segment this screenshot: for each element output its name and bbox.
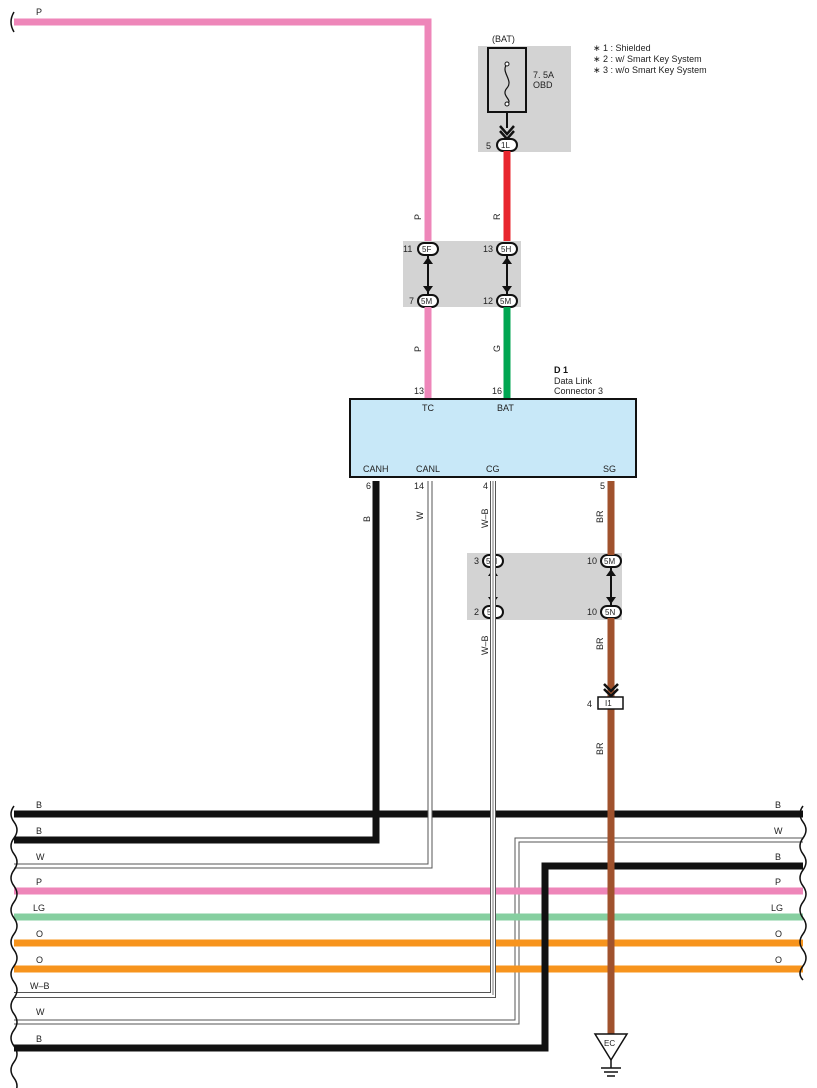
arrow-updown-icon-j2-right — [606, 569, 616, 604]
pin-4-i1: 4 — [587, 699, 592, 709]
wire-label-p-upper: P — [413, 214, 423, 220]
connector-5h-label: 5H — [501, 245, 511, 254]
bus-right-label: W — [774, 826, 783, 836]
connector-i1-label: I1 — [605, 699, 612, 708]
connector-1l-label: 1L — [501, 141, 510, 150]
wire-label-cg-wb-lower: W–B — [480, 635, 490, 655]
dlc-sg: SG — [603, 464, 616, 474]
bus-right-label: O — [775, 955, 782, 965]
note-1: ∗ 1 : Shielded — [593, 43, 651, 53]
data-link-connector — [349, 398, 637, 478]
bus-right-label: B — [775, 800, 781, 810]
pin-7: 7 — [409, 296, 414, 306]
ground-label: EC — [604, 1039, 615, 1048]
wire-label-cg-wb: W–B — [480, 508, 490, 528]
fuse-name: OBD — [533, 80, 553, 90]
pin-2: 2 — [474, 607, 479, 617]
dlc-pin-5: 5 — [600, 481, 605, 491]
note-2: ∗ 2 : w/ Smart Key System — [593, 54, 702, 64]
dlc-name-1: Data Link — [554, 376, 593, 386]
bus-left-label: W–B — [30, 981, 50, 991]
pin-11: 11 — [403, 244, 412, 254]
wire-label-canl-w: W — [415, 511, 425, 520]
bus-wires — [14, 481, 803, 1052]
dlc-pin-6: 6 — [366, 481, 371, 491]
bus-left-label: B — [36, 1034, 42, 1044]
bus-right-label: B — [775, 852, 781, 862]
wire-pink-top — [14, 18, 432, 244]
bus-right-label: P — [775, 877, 781, 887]
connector-5f-label: 5F — [422, 245, 431, 254]
pin-3: 3 — [474, 556, 479, 566]
bus-labels-right: B W B P LG O O — [771, 800, 783, 965]
wire-label-g: G — [492, 345, 502, 352]
fuse-element-icon — [504, 63, 510, 105]
connector-5m-j1-left-label: 5M — [421, 297, 432, 306]
wire-label-canh-b: B — [362, 516, 372, 522]
connector-i1 — [597, 696, 624, 710]
bus-left-label: B — [36, 826, 42, 836]
connector-5n-label: 5N — [605, 608, 615, 617]
ground-icon — [593, 1033, 629, 1062]
wire-label-top-p: P — [36, 7, 42, 17]
dlc-name-2: Connector 3 — [554, 386, 603, 396]
pin-10-bottom: 10 — [587, 607, 597, 617]
break-marks — [10, 805, 807, 1088]
fuse-box — [478, 46, 571, 152]
dlc-canh: CANH — [363, 464, 389, 474]
arrow-down-icon-i1 — [603, 683, 619, 698]
wire-label-r: R — [492, 213, 502, 220]
bus-left-label: P — [36, 877, 42, 887]
pin-5-bat: 5 — [486, 141, 491, 151]
wire-label-p-lower: P — [413, 346, 423, 352]
battery-label: (BAT) — [492, 34, 515, 44]
bus-right-label: O — [775, 929, 782, 939]
dlc-cg: CG — [486, 464, 500, 474]
dlc-canl: CANL — [416, 464, 440, 474]
pin-13-j1: 13 — [483, 244, 493, 254]
dlc-pin-14: 14 — [414, 481, 424, 491]
connector-5m-j2-right-label: 5M — [604, 557, 615, 566]
wire-label-br-mid: BR — [595, 637, 605, 650]
wire-label-sg-br: BR — [595, 510, 605, 523]
dlc-tc: TC — [422, 403, 434, 413]
bus-left-label: LG — [33, 903, 45, 913]
dlc-bat: BAT — [497, 403, 514, 413]
fuse-rating: 7. 5A — [533, 70, 554, 80]
pin-10-top: 10 — [587, 556, 597, 566]
dlc-pin-16: 16 — [492, 386, 502, 396]
bus-left-label: O — [36, 929, 43, 939]
bus-left-label: O — [36, 955, 43, 965]
bus-left-label: W — [36, 852, 45, 862]
bus-labels-left: B B W P LG O O W–B W B — [30, 800, 50, 1044]
note-3: ∗ 3 : w/o Smart Key System — [593, 65, 707, 75]
dlc-pin-4: 4 — [483, 481, 488, 491]
pin-12: 12 — [483, 296, 493, 306]
wire-label-br-low: BR — [595, 742, 605, 755]
bus-left-label: B — [36, 800, 42, 810]
dlc-pin-13: 13 — [414, 386, 424, 396]
bus-left-label: W — [36, 1007, 45, 1017]
connector-5m-j1-right-label: 5M — [500, 297, 511, 306]
bus-right-label: LG — [771, 903, 783, 913]
dlc-id: D 1 — [554, 365, 568, 375]
